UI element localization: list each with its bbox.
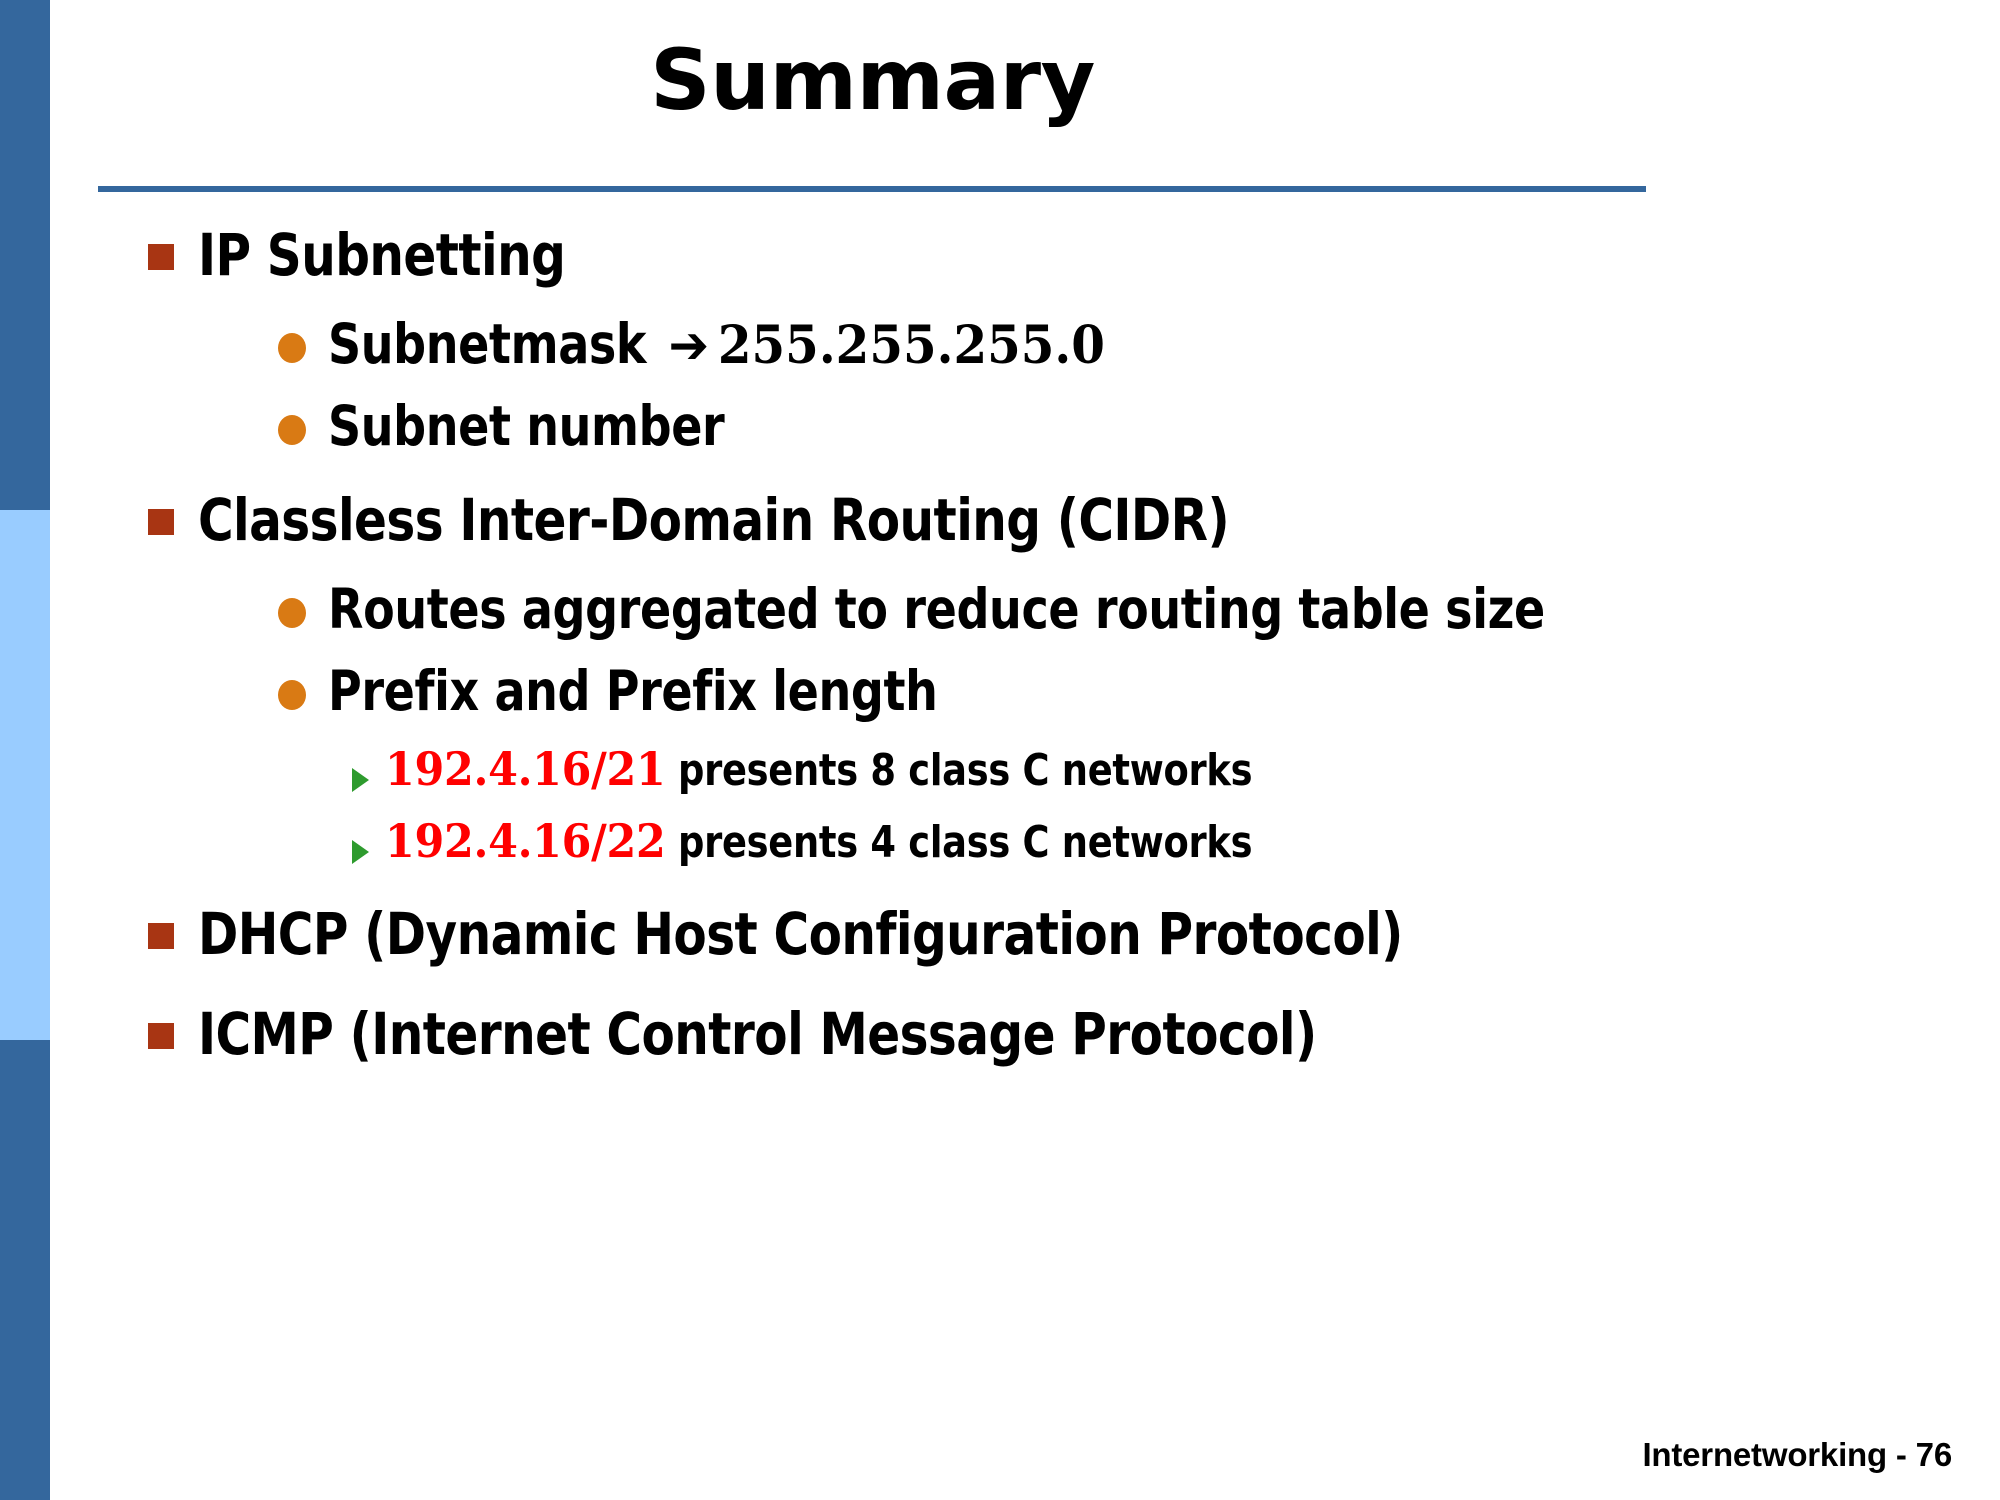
bullet-prefix-22: 192.4.16/22 presents 4 class C networks — [352, 814, 1920, 870]
round-bullet-icon — [278, 333, 306, 364]
subnetmask-value: 255.255.255.0 — [717, 315, 1105, 377]
sidebar-segment-bottom — [0, 1040, 50, 1500]
bullet-dhcp: DHCP (Dynamic Host Configuration Protoco… — [148, 901, 1920, 968]
prefix-22-line: 192.4.16/22 presents 4 class C networks — [385, 814, 1252, 870]
bullet-label: Routes aggregated to reduce routing tabl… — [328, 577, 1545, 642]
square-bullet-icon — [148, 244, 174, 270]
triangle-bullet-icon — [352, 839, 369, 864]
prefix-21-line: 192.4.16/21 presents 8 class C networks — [385, 742, 1252, 798]
bullet-routes-aggregated: Routes aggregated to reduce routing tabl… — [278, 577, 1920, 642]
bullet-label: IP Subnetting — [198, 221, 566, 289]
prefix-22-description: presents 4 class C networks — [665, 816, 1253, 868]
bullet-label: Classless Inter-Domain Routing (CIDR) — [198, 485, 1230, 554]
sidebar-divider-gap — [50, 0, 55, 1500]
round-bullet-icon — [278, 679, 306, 710]
bullet-label: Prefix and Prefix length — [328, 658, 938, 723]
bullet-cidr: Classless Inter-Domain Routing (CIDR) — [148, 485, 1920, 554]
bullet-label: ICMP (Internet Control Message Protocol) — [198, 999, 1317, 1068]
sidebar-segment-top — [0, 0, 50, 510]
prefix-21-value: 192.4.16/21 — [385, 741, 666, 796]
bullet-subnet-number: Subnet number — [278, 394, 1920, 459]
slide-title-block: Summary — [100, 36, 1645, 124]
triangle-bullet-icon — [352, 767, 369, 792]
round-bullet-icon — [278, 598, 306, 629]
slide-body: IP Subnetting Subnetmask ➔255.255.255.0 S… — [100, 221, 1920, 1074]
square-bullet-icon — [148, 508, 174, 535]
page-title: Summary — [650, 31, 1095, 129]
sidebar-segment-middle — [0, 510, 50, 1040]
subnetmask-label: Subnetmask — [328, 312, 647, 377]
bullet-prefix-21: 192.4.16/21 presents 8 class C networks — [352, 742, 1920, 798]
bullet-ip-subnetting: IP Subnetting — [148, 221, 1920, 289]
right-arrow-icon: ➔ — [668, 316, 709, 377]
bullet-subnetmask: Subnetmask ➔255.255.255.0 — [278, 312, 1920, 377]
round-bullet-icon — [278, 415, 306, 446]
bullet-label: Subnet number — [328, 394, 725, 459]
slide-footer: Internetworking - 76 — [1642, 1436, 1952, 1473]
square-bullet-icon — [148, 923, 174, 950]
square-bullet-icon — [148, 1022, 174, 1049]
bullet-icmp: ICMP (Internet Control Message Protocol) — [148, 999, 1920, 1068]
bullet-prefix-and-prefix-length: Prefix and Prefix length — [278, 658, 1920, 724]
title-underline-rule — [98, 186, 1646, 192]
bullet-label: DHCP (Dynamic Host Configuration Protoco… — [198, 900, 1403, 969]
left-decorative-sidebar — [0, 0, 50, 1500]
subnetmask-line: Subnetmask ➔255.255.255.0 — [328, 312, 1105, 377]
prefix-22-value: 192.4.16/22 — [385, 813, 666, 868]
prefix-21-description: presents 8 class C networks — [665, 744, 1253, 796]
